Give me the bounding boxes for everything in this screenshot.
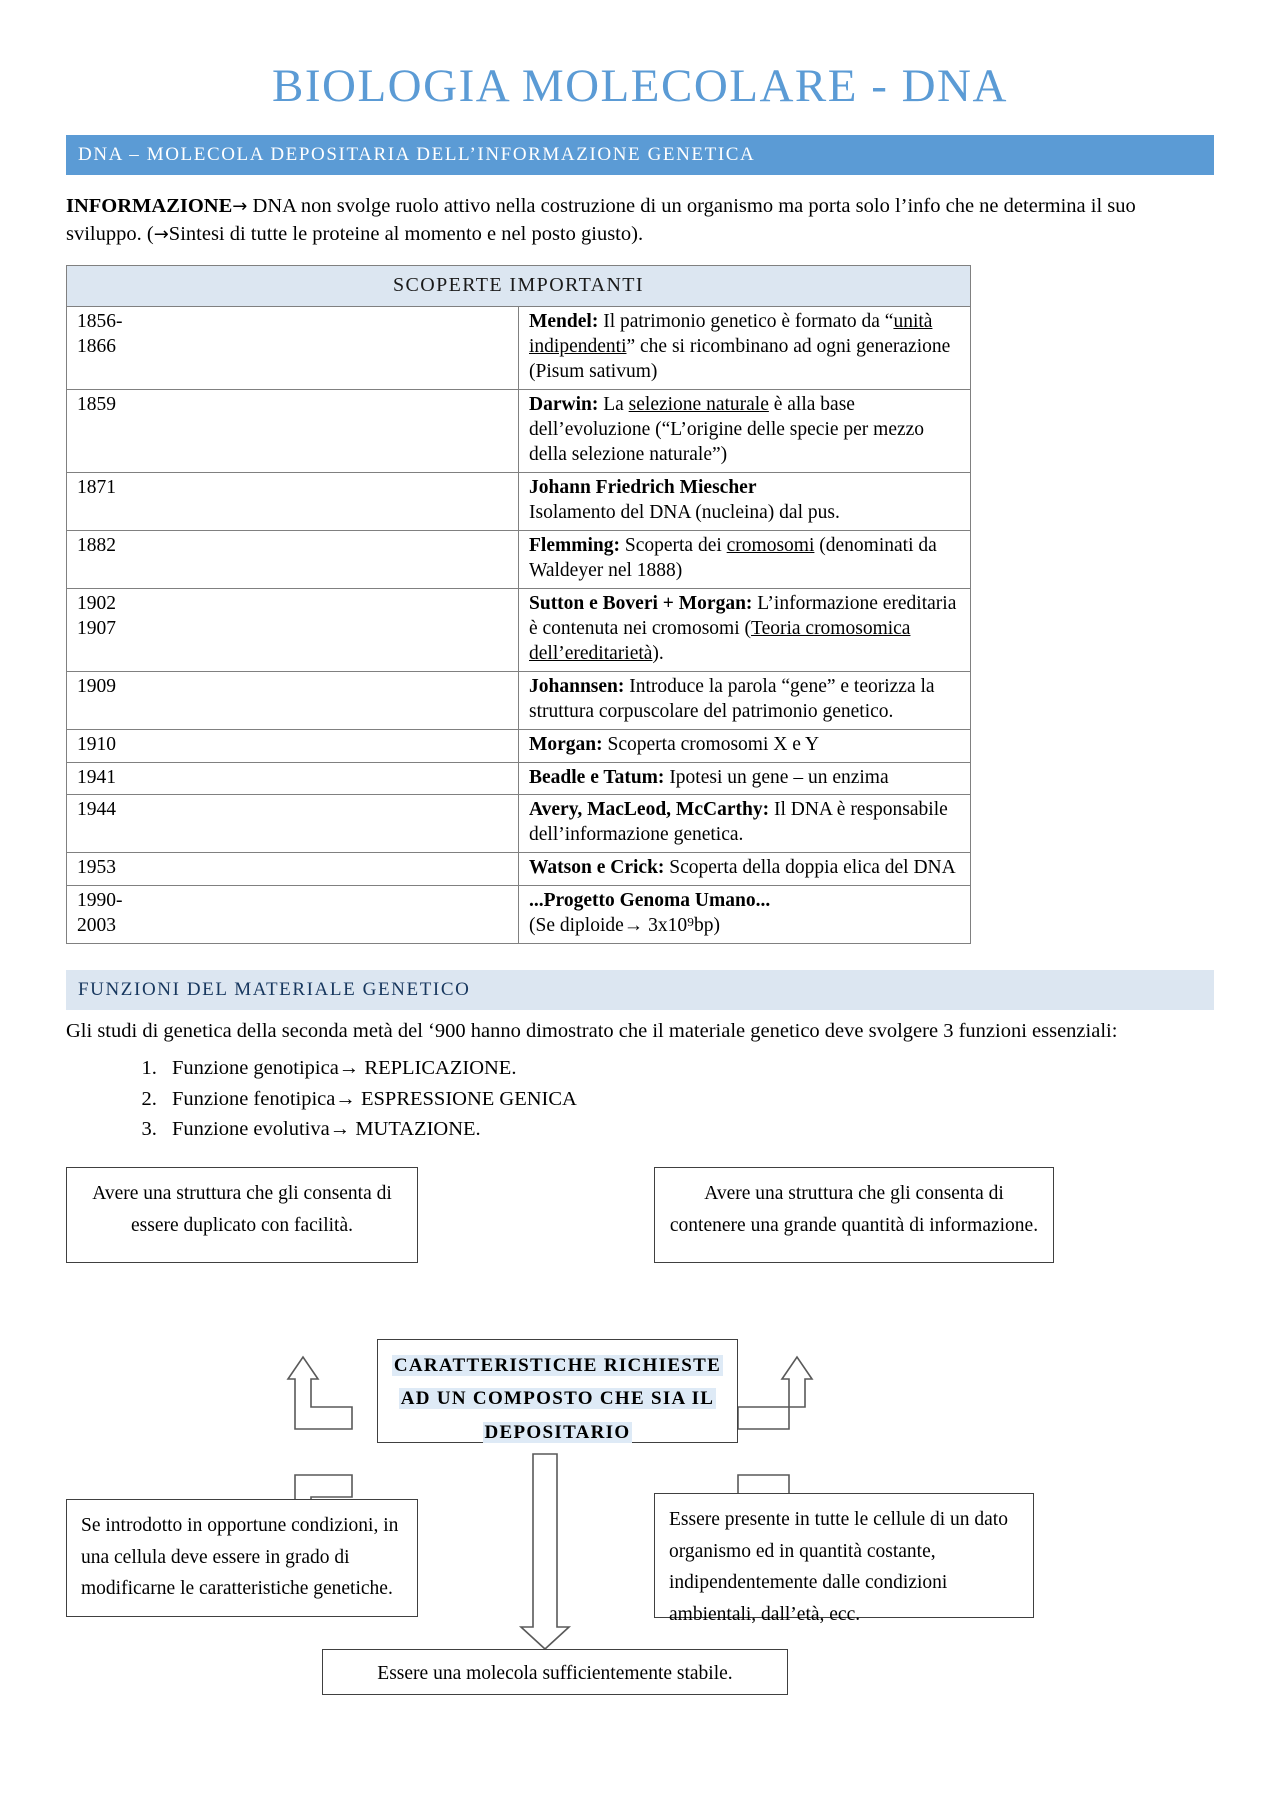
table-cell-year: 1944 bbox=[66, 794, 519, 854]
section-heading-funzioni: FUNZIONI DEL MATERIALE GENETICO bbox=[66, 970, 1214, 1011]
discovery-text-a: Scoperta dei bbox=[619, 534, 727, 556]
center-line-1: CARATTERISTICHE RICHIESTE bbox=[391, 1355, 724, 1377]
table-cell-year: 1910 bbox=[66, 728, 519, 763]
discovery-author: Watson e Crick: bbox=[529, 857, 665, 879]
table-header-row: SCOPERTE IMPORTANTI bbox=[66, 264, 971, 308]
table-cell-year: 1902 1907 bbox=[66, 587, 519, 672]
discovery-author: Beadle e Tatum: bbox=[529, 766, 665, 788]
discovery-author: ...Progetto Genoma Umano... bbox=[529, 890, 771, 912]
right-arrow-icon: → bbox=[232, 196, 248, 218]
table-cell-description: Morgan: Scoperta cromosomi X e Y bbox=[518, 728, 971, 763]
discovery-text-a: L’informazione ereditaria è contenuta ne… bbox=[529, 592, 957, 639]
discovery-text-underlined: Teoria cromosomica dell’ereditarietà bbox=[529, 617, 911, 664]
table-cell-description: Beadle e Tatum: Ipotesi un gene – un enz… bbox=[518, 761, 971, 796]
table-cell-year: 1953 bbox=[66, 852, 519, 887]
funzioni-list: Funzione genotipica→ REPLICAZIONE.Funzio… bbox=[66, 1054, 1214, 1145]
diagram-box-top-left: Avere una struttura che gli consenta di … bbox=[66, 1167, 418, 1264]
page-title: BIOLOGIA MOLECOLARE - DNA bbox=[272, 60, 1008, 112]
discovery-author: Mendel: bbox=[529, 311, 599, 333]
discovery-text-a: Scoperta della doppia elica del DNA bbox=[664, 857, 956, 879]
table-cell-year: 1941 bbox=[66, 761, 519, 796]
diagram-box-top-right: Avere una struttura che gli consenta di … bbox=[654, 1167, 1054, 1264]
funzioni-list-item: Funzione evolutiva→ MUTAZIONE. bbox=[162, 1115, 1214, 1145]
intro-line1: DNA non svolge ruolo attivo nella costru… bbox=[247, 195, 999, 218]
discovery-author: Johann Friedrich Miescher bbox=[529, 477, 757, 498]
section-heading-dna: DNA – MOLECOLA DEPOSITARIA DELL’INFORMAZ… bbox=[66, 135, 1214, 176]
diagram-box-bottom-center: Essere una molecola sufficientemente sta… bbox=[322, 1649, 788, 1696]
table-cell-description: ...Progetto Genoma Umano... (Se diploide→… bbox=[518, 885, 971, 945]
discovery-text-b: ). bbox=[652, 642, 664, 664]
table-cell-year: 1859 bbox=[66, 389, 519, 473]
discovery-text-a: Introduce la parola “gene” e teorizza la… bbox=[529, 675, 935, 722]
intro-line2-a: determina il suo sviluppo. ( bbox=[66, 195, 1136, 246]
discovery-author: Flemming: bbox=[529, 534, 620, 556]
table-cell-year: 1990- 2003 bbox=[66, 885, 519, 945]
diagram-box-bottom-right: Essere presente in tutte le cellule di u… bbox=[654, 1493, 1034, 1625]
table-cell-description: Flemming: Scoperta dei cromosomi (denomi… bbox=[518, 529, 971, 589]
diagram-box-center: CARATTERISTICHE RICHIESTE AD UN COMPOSTO… bbox=[377, 1339, 738, 1444]
table-cell-year: 1909 bbox=[66, 670, 519, 730]
discovery-text-a: La bbox=[598, 394, 629, 416]
table-cell-description: Darwin: La selezione naturale è alla bas… bbox=[518, 389, 971, 473]
table-cell-year: 1856- 1866 bbox=[66, 306, 519, 391]
discovery-text-underlined: unità indipendenti bbox=[529, 311, 933, 358]
discovery-text-b: è alla base dell’evoluzione (“L’origine … bbox=[529, 394, 925, 466]
intro-paragraph: INFORMAZIONE→ DNA non svolge ruolo attiv… bbox=[66, 193, 1214, 248]
discovery-author: Darwin: bbox=[529, 394, 599, 416]
table-cell-description: Avery, MacLeod, McCarthy: Il DNA è respo… bbox=[518, 794, 971, 854]
intro-bold-label: INFORMAZIONE bbox=[66, 195, 233, 218]
funzioni-list-item: Funzione fenotipica→ ESPRESSIONE GENICA bbox=[162, 1085, 1214, 1115]
page-content: BIOLOGIA MOLECOLARE - DNA DNA – MOLECOLA… bbox=[0, 0, 1280, 1697]
table-cell-description: Mendel: Il patrimonio genetico è formato… bbox=[518, 306, 971, 391]
center-line-2: AD UN COMPOSTO CHE SIA IL bbox=[398, 1388, 717, 1410]
diagram-box-bottom-left: Se introdotto in opportune condizioni, i… bbox=[66, 1499, 418, 1618]
discovery-text-b: (Se diploide→ 3x10⁹bp) bbox=[529, 915, 720, 937]
table-cell-year: 1871 bbox=[66, 472, 519, 531]
table-header-title: SCOPERTE IMPORTANTI bbox=[66, 264, 971, 308]
right-arrow-icon-2: → bbox=[153, 224, 169, 246]
discovery-author: Morgan: bbox=[529, 733, 603, 755]
requirements-diagram: Avere una struttura che gli consenta di … bbox=[66, 1167, 1214, 1697]
intro-line2-b: Sintesi di tutte le proteine al momento … bbox=[168, 223, 644, 246]
discovery-text-underlined: selezione naturale bbox=[628, 394, 769, 416]
funzioni-list-item: Funzione genotipica→ REPLICAZIONE. bbox=[162, 1054, 1214, 1084]
discovery-text-b: ” che si ricombinano ad ogni generazione… bbox=[529, 336, 951, 383]
table-cell-description: Johannsen: Introduce la parola “gene” e … bbox=[518, 670, 971, 730]
table-cell-description: Watson e Crick: Scoperta della doppia el… bbox=[518, 852, 971, 887]
discovery-author: Sutton e Boveri + Morgan: bbox=[529, 592, 753, 614]
discovery-text-a: Il DNA è responsabile dell’informazione … bbox=[529, 799, 948, 846]
discovery-text-a: Il patrimonio genetico è formato da “ bbox=[598, 311, 894, 333]
center-line-3: DEPOSITARIO bbox=[482, 1421, 633, 1443]
table-cell-description: Sutton e Boveri + Morgan: L’informazione… bbox=[518, 587, 971, 672]
discovery-text-a: Ipotesi un gene – un enzima bbox=[664, 766, 889, 788]
discovery-text-b: Isolamento del DNA (nucleina) dal pus. bbox=[529, 501, 840, 523]
discovery-author: Johannsen: bbox=[529, 675, 625, 697]
discovery-text-a: Scoperta cromosomi X e Y bbox=[602, 733, 820, 755]
discovery-text-underlined: cromosomi bbox=[726, 534, 815, 556]
funzioni-intro: Gli studi di genetica della seconda metà… bbox=[66, 1020, 1118, 1043]
table-row: 1990- 2003 ...Progetto Genoma Umano... (Se… bbox=[66, 885, 971, 945]
discovery-text-b: (denominati da Waldeyer nel 1888) bbox=[529, 534, 937, 581]
table-cell-year: 1882 bbox=[66, 529, 519, 589]
discovery-author: Avery, MacLeod, McCarthy: bbox=[529, 799, 770, 821]
